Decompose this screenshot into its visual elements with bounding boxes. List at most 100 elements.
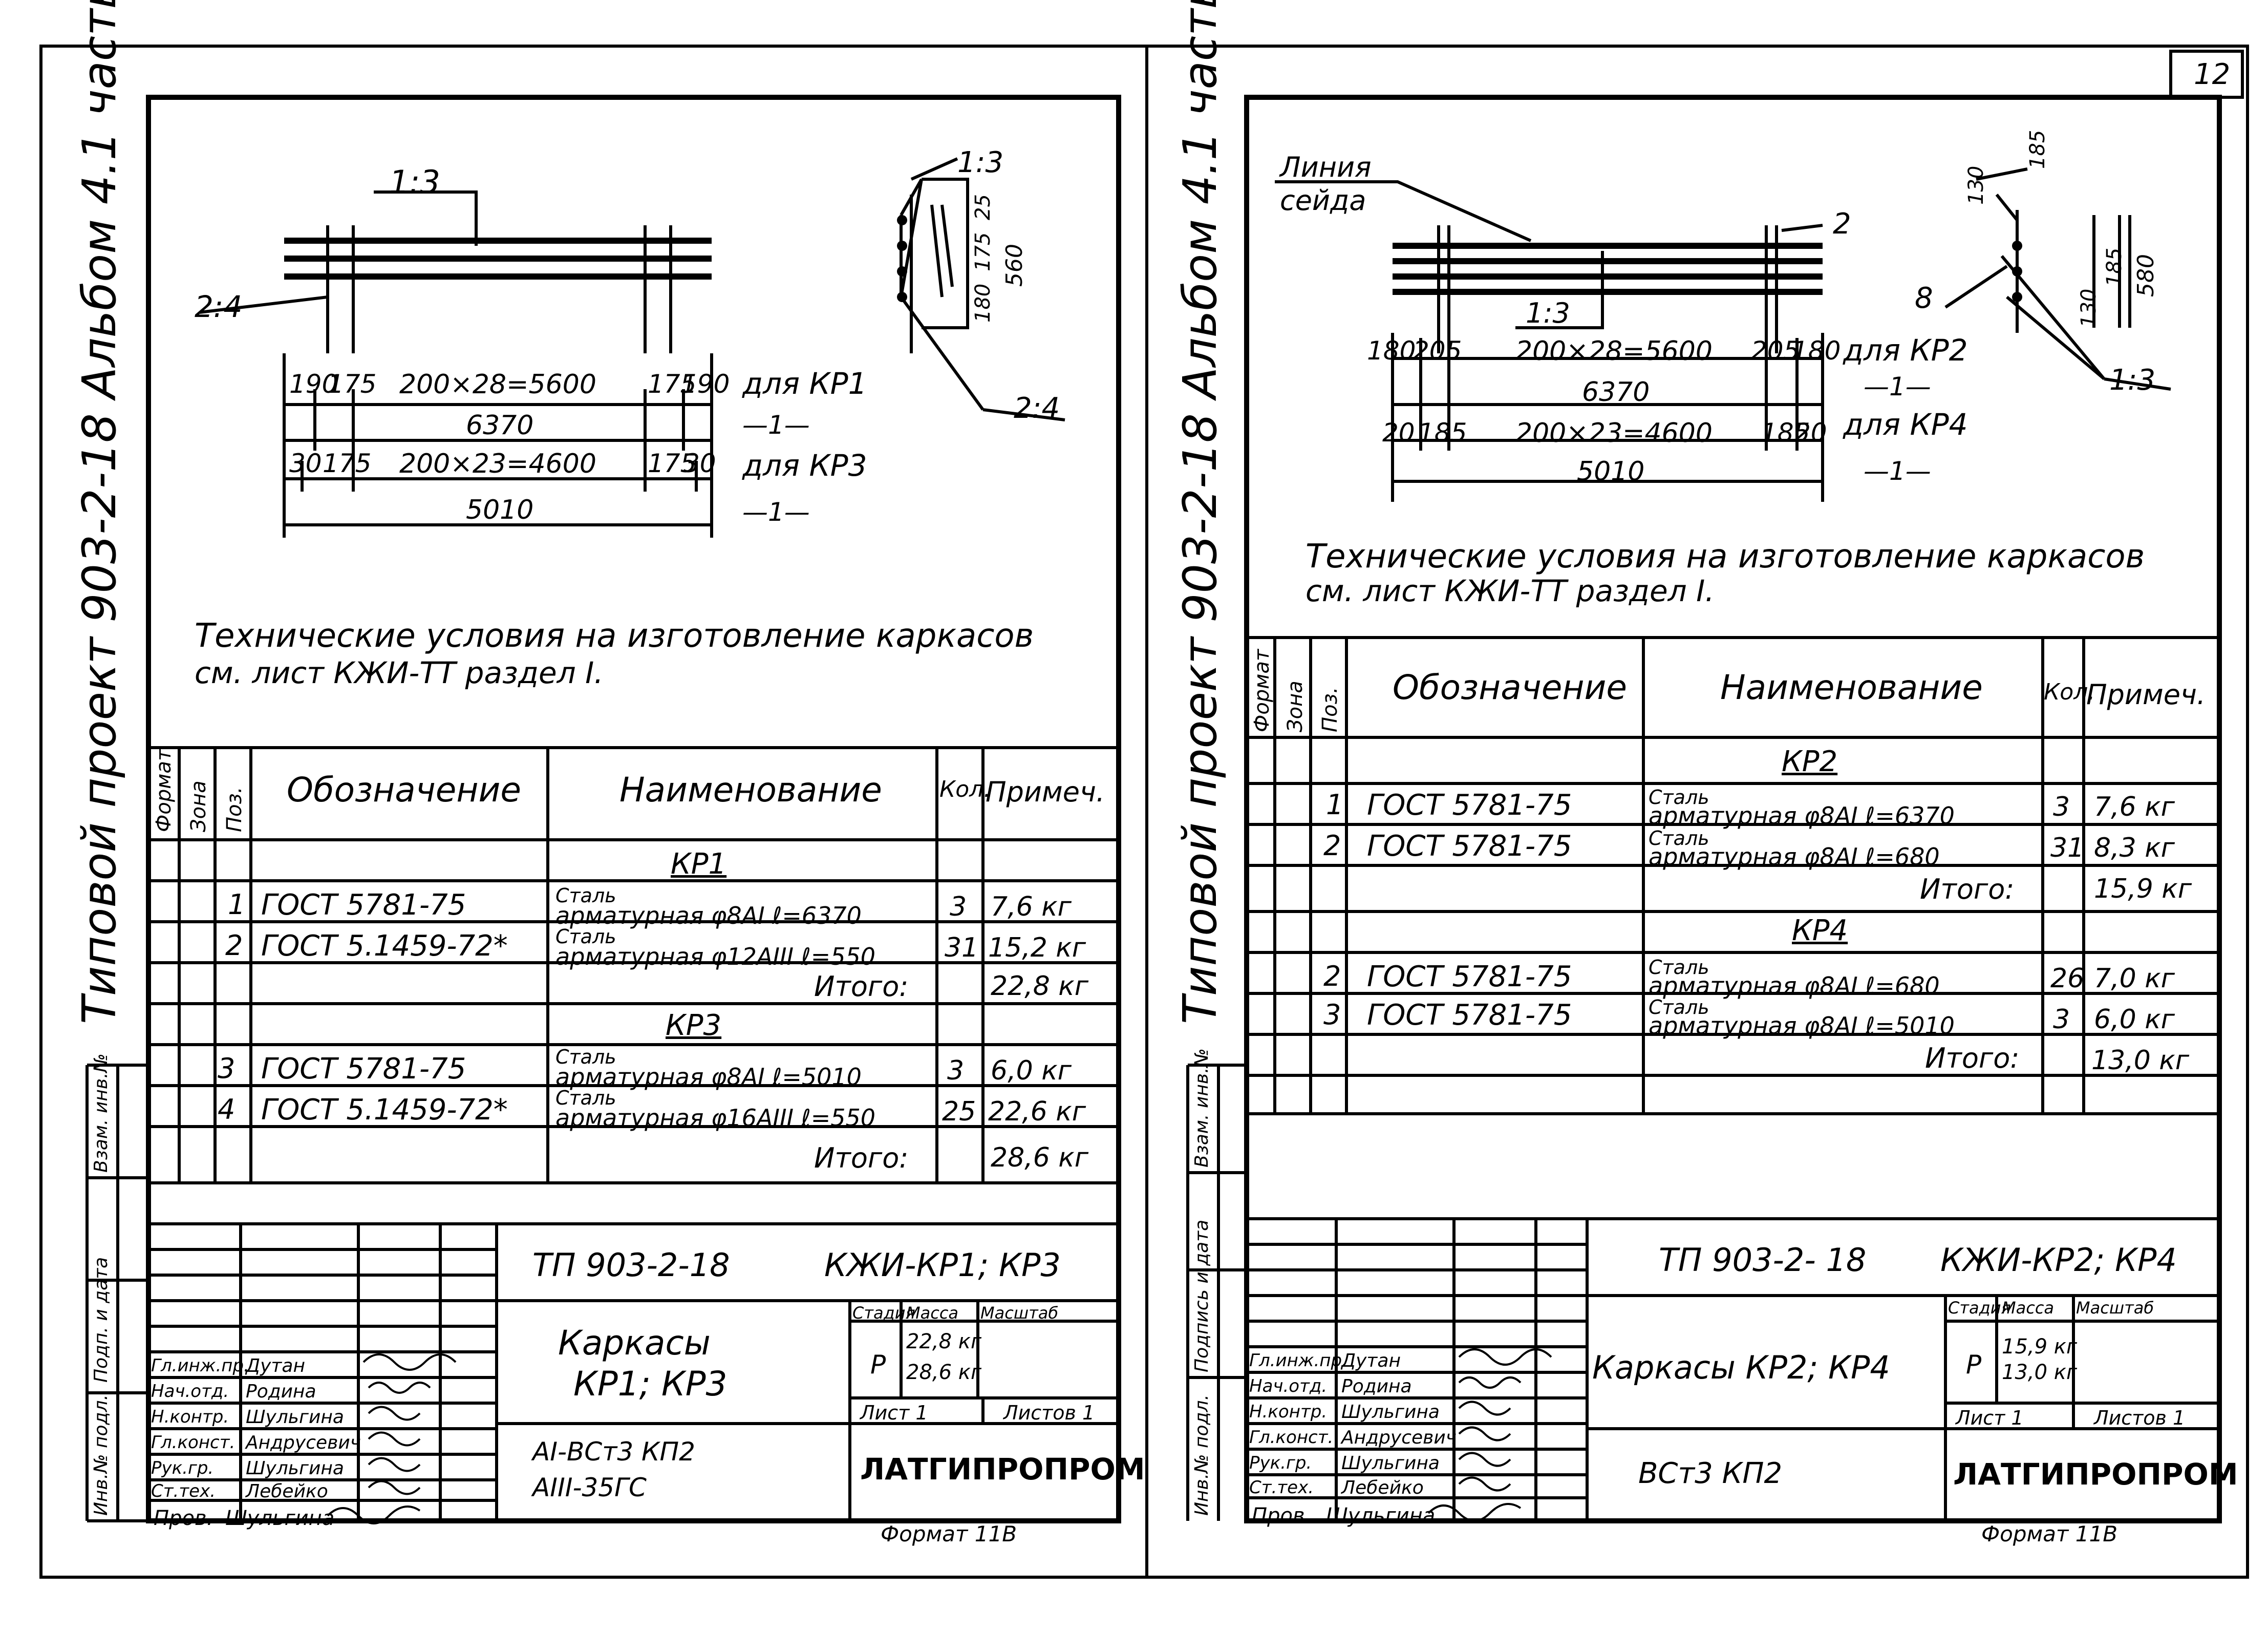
right-r4-note: 6,0 кг bbox=[2094, 1004, 2175, 1035]
right-section-ratio: 1:3 bbox=[2109, 364, 2156, 397]
right-kp2-total: 6370 bbox=[1582, 377, 1650, 408]
right-stamp-mass1: 15,9 кг bbox=[2002, 1335, 2077, 1359]
left-r1-name2: арматурная φ8АI ℓ=6370 bbox=[555, 902, 862, 929]
left-r3-designation: ГОСТ 5781-75 bbox=[261, 1052, 466, 1086]
right-role-1: Нач.отд. bbox=[1249, 1376, 1328, 1396]
right-sign-2 bbox=[1458, 1401, 1511, 1416]
right-r2-qty: 31 bbox=[2050, 833, 2085, 863]
right-weld-line2: сейда bbox=[1280, 184, 1366, 217]
left-role-5: Ст.тех. bbox=[151, 1481, 216, 1501]
left-r1-name1: Сталь bbox=[555, 884, 616, 907]
right-role-0: Гл.инж.пр. bbox=[1249, 1350, 1347, 1371]
right-role-2: Н.контр. bbox=[1249, 1402, 1328, 1422]
left-sign-5 bbox=[368, 1480, 421, 1495]
left-sign-1 bbox=[368, 1382, 431, 1394]
right-total1: 15,9 кг bbox=[2094, 874, 2192, 904]
right-kp4-dim-d: 20 bbox=[1794, 418, 1827, 448]
right-r2-name1: Сталь bbox=[1649, 827, 1709, 850]
left-stamp-mass1: 22,8 кг bbox=[906, 1330, 981, 1353]
left-left-ratio: 2:4 bbox=[195, 289, 243, 324]
left-stamp-org: ЛАТГИПРОПРОМ bbox=[860, 1452, 1145, 1487]
right-h-name: Наименование bbox=[1720, 668, 1983, 707]
left-h-note: Примеч. bbox=[986, 776, 1105, 808]
right-role-3: Гл.конст. bbox=[1249, 1427, 1334, 1448]
left-format: Формат 11В bbox=[881, 1521, 1017, 1546]
left-name-2: Шульгина bbox=[246, 1407, 344, 1428]
right-r4-name2: арматурная φ8АI ℓ=5010 bbox=[1649, 1012, 1955, 1040]
right-kp2-dim-b: 205 bbox=[1413, 336, 1462, 366]
left-name-1: Родина bbox=[246, 1381, 316, 1402]
left-r1-designation: ГОСТ 5781-75 bbox=[261, 888, 466, 922]
right-sign-prov bbox=[1427, 1503, 1522, 1522]
left-r3-pos: 3 bbox=[218, 1052, 236, 1085]
left-section-ratio-bottom: 2:4 bbox=[1014, 392, 1060, 425]
left-kp3-mark: —1— bbox=[742, 497, 810, 527]
left-name-4: Шульгина bbox=[246, 1458, 344, 1479]
right-name-3: Андрусевич bbox=[1341, 1427, 1457, 1448]
right-stamp-sheets: Листов 1 bbox=[2094, 1407, 2186, 1429]
left-r4-name2: арматурная φ16АIII ℓ=550 bbox=[555, 1104, 876, 1132]
left-r1-note: 7,6 кг bbox=[991, 892, 1072, 922]
left-stamp-mass2: 28,6 кг bbox=[906, 1361, 981, 1384]
left-r4-designation: ГОСТ 5.1459-72* bbox=[261, 1093, 508, 1127]
left-role-0: Гл.инж.пр. bbox=[151, 1355, 249, 1376]
right-cage-elevation bbox=[1275, 180, 1824, 502]
left-name-3: Андрусевич bbox=[246, 1432, 361, 1453]
left-r3-note: 6,0 кг bbox=[991, 1055, 1072, 1086]
right-sign-0 bbox=[1458, 1348, 1552, 1366]
left-cage-elevation bbox=[199, 190, 713, 538]
right-group-kp4: КР4 bbox=[1792, 914, 1848, 947]
right-kp2-dim-c: 205 bbox=[1751, 336, 1800, 366]
left-stamp-title2: КР1; КР3 bbox=[573, 1364, 728, 1404]
left-h-designation: Обозначение bbox=[287, 770, 521, 810]
left-r2-note: 15,2 кг bbox=[988, 932, 1086, 963]
left-kp3-dim-a: 30 bbox=[289, 449, 322, 478]
right-kp2-label: для КР2 bbox=[1843, 333, 1968, 368]
left-role-4: Рук.гр. bbox=[151, 1458, 214, 1478]
right-stamp-code: ТП 903-2- 18 bbox=[1659, 1241, 1867, 1279]
right-r2-name2: арматурная φ8АI ℓ=680 bbox=[1649, 843, 1940, 871]
right-name-5: Лебейко bbox=[1341, 1477, 1424, 1498]
right-sheet-border bbox=[1145, 45, 2249, 1579]
left-section-ratio-top: 1:3 bbox=[957, 146, 1004, 179]
right-kp4-mark: —1— bbox=[1864, 456, 1931, 486]
left-kp1-dim-main: 200×28=5600 bbox=[399, 369, 596, 400]
right-role-5: Ст.тех. bbox=[1249, 1477, 1314, 1498]
left-kp3-dim-d: 30 bbox=[683, 449, 716, 478]
right-total1-label: Итого: bbox=[1920, 873, 2015, 905]
right-kp4-label: для КР4 bbox=[1843, 407, 1968, 442]
right-r1-qty: 3 bbox=[2053, 792, 2070, 822]
right-stamp-sheet: Лист 1 bbox=[1956, 1407, 2024, 1429]
left-stamp-mass-h: Масса bbox=[906, 1303, 959, 1323]
right-r3-note: 7,0 кг bbox=[2094, 963, 2175, 994]
left-stamp-stage-h: Стадия bbox=[852, 1303, 915, 1323]
right-r4-designation: ГОСТ 5781-75 bbox=[1367, 999, 1572, 1032]
left-sign-4 bbox=[368, 1457, 421, 1472]
right-r3-designation: ГОСТ 5781-75 bbox=[1367, 960, 1572, 993]
left-stamp-sheet: Лист 1 bbox=[860, 1402, 928, 1424]
right-mark-8: 8 bbox=[1915, 282, 1933, 315]
right-side-strip bbox=[1186, 1064, 1247, 1521]
right-r4-name1: Сталь bbox=[1649, 996, 1709, 1019]
left-stamp-grid bbox=[148, 1222, 1119, 1521]
right-kp4-dim-main: 200×23=4600 bbox=[1515, 418, 1713, 449]
left-kp1-total: 6370 bbox=[466, 410, 534, 441]
left-h-qty: Кол. bbox=[939, 776, 991, 802]
left-group-kp3: КР3 bbox=[666, 1009, 722, 1042]
left-r4-qty: 25 bbox=[942, 1096, 976, 1127]
right-kp2-dim-a: 180 bbox=[1367, 336, 1416, 366]
left-kp3-label: для КР3 bbox=[742, 448, 867, 483]
right-tech-line1: Технические условия на изготовление карк… bbox=[1306, 538, 2145, 576]
right-total2: 13,0 кг bbox=[2091, 1045, 2190, 1076]
left-tech-line1: Технические условия на изготовление карк… bbox=[195, 617, 1034, 655]
right-r1-name1: Сталь bbox=[1649, 786, 1709, 809]
left-r2-designation: ГОСТ 5.1459-72* bbox=[261, 929, 508, 963]
right-kp2-dim-main: 200×28=5600 bbox=[1515, 336, 1713, 367]
left-r2-name2: арматурная φ12АIII ℓ=550 bbox=[555, 943, 876, 970]
left-h-name: Наименование bbox=[619, 770, 882, 810]
right-kp4-dim-c: 185 bbox=[1761, 418, 1810, 448]
right-r3-name2: арматурная φ8АI ℓ=680 bbox=[1649, 972, 1940, 1000]
left-sign-prov bbox=[327, 1505, 421, 1524]
left-kp1-dim-a: 190 bbox=[289, 369, 338, 399]
